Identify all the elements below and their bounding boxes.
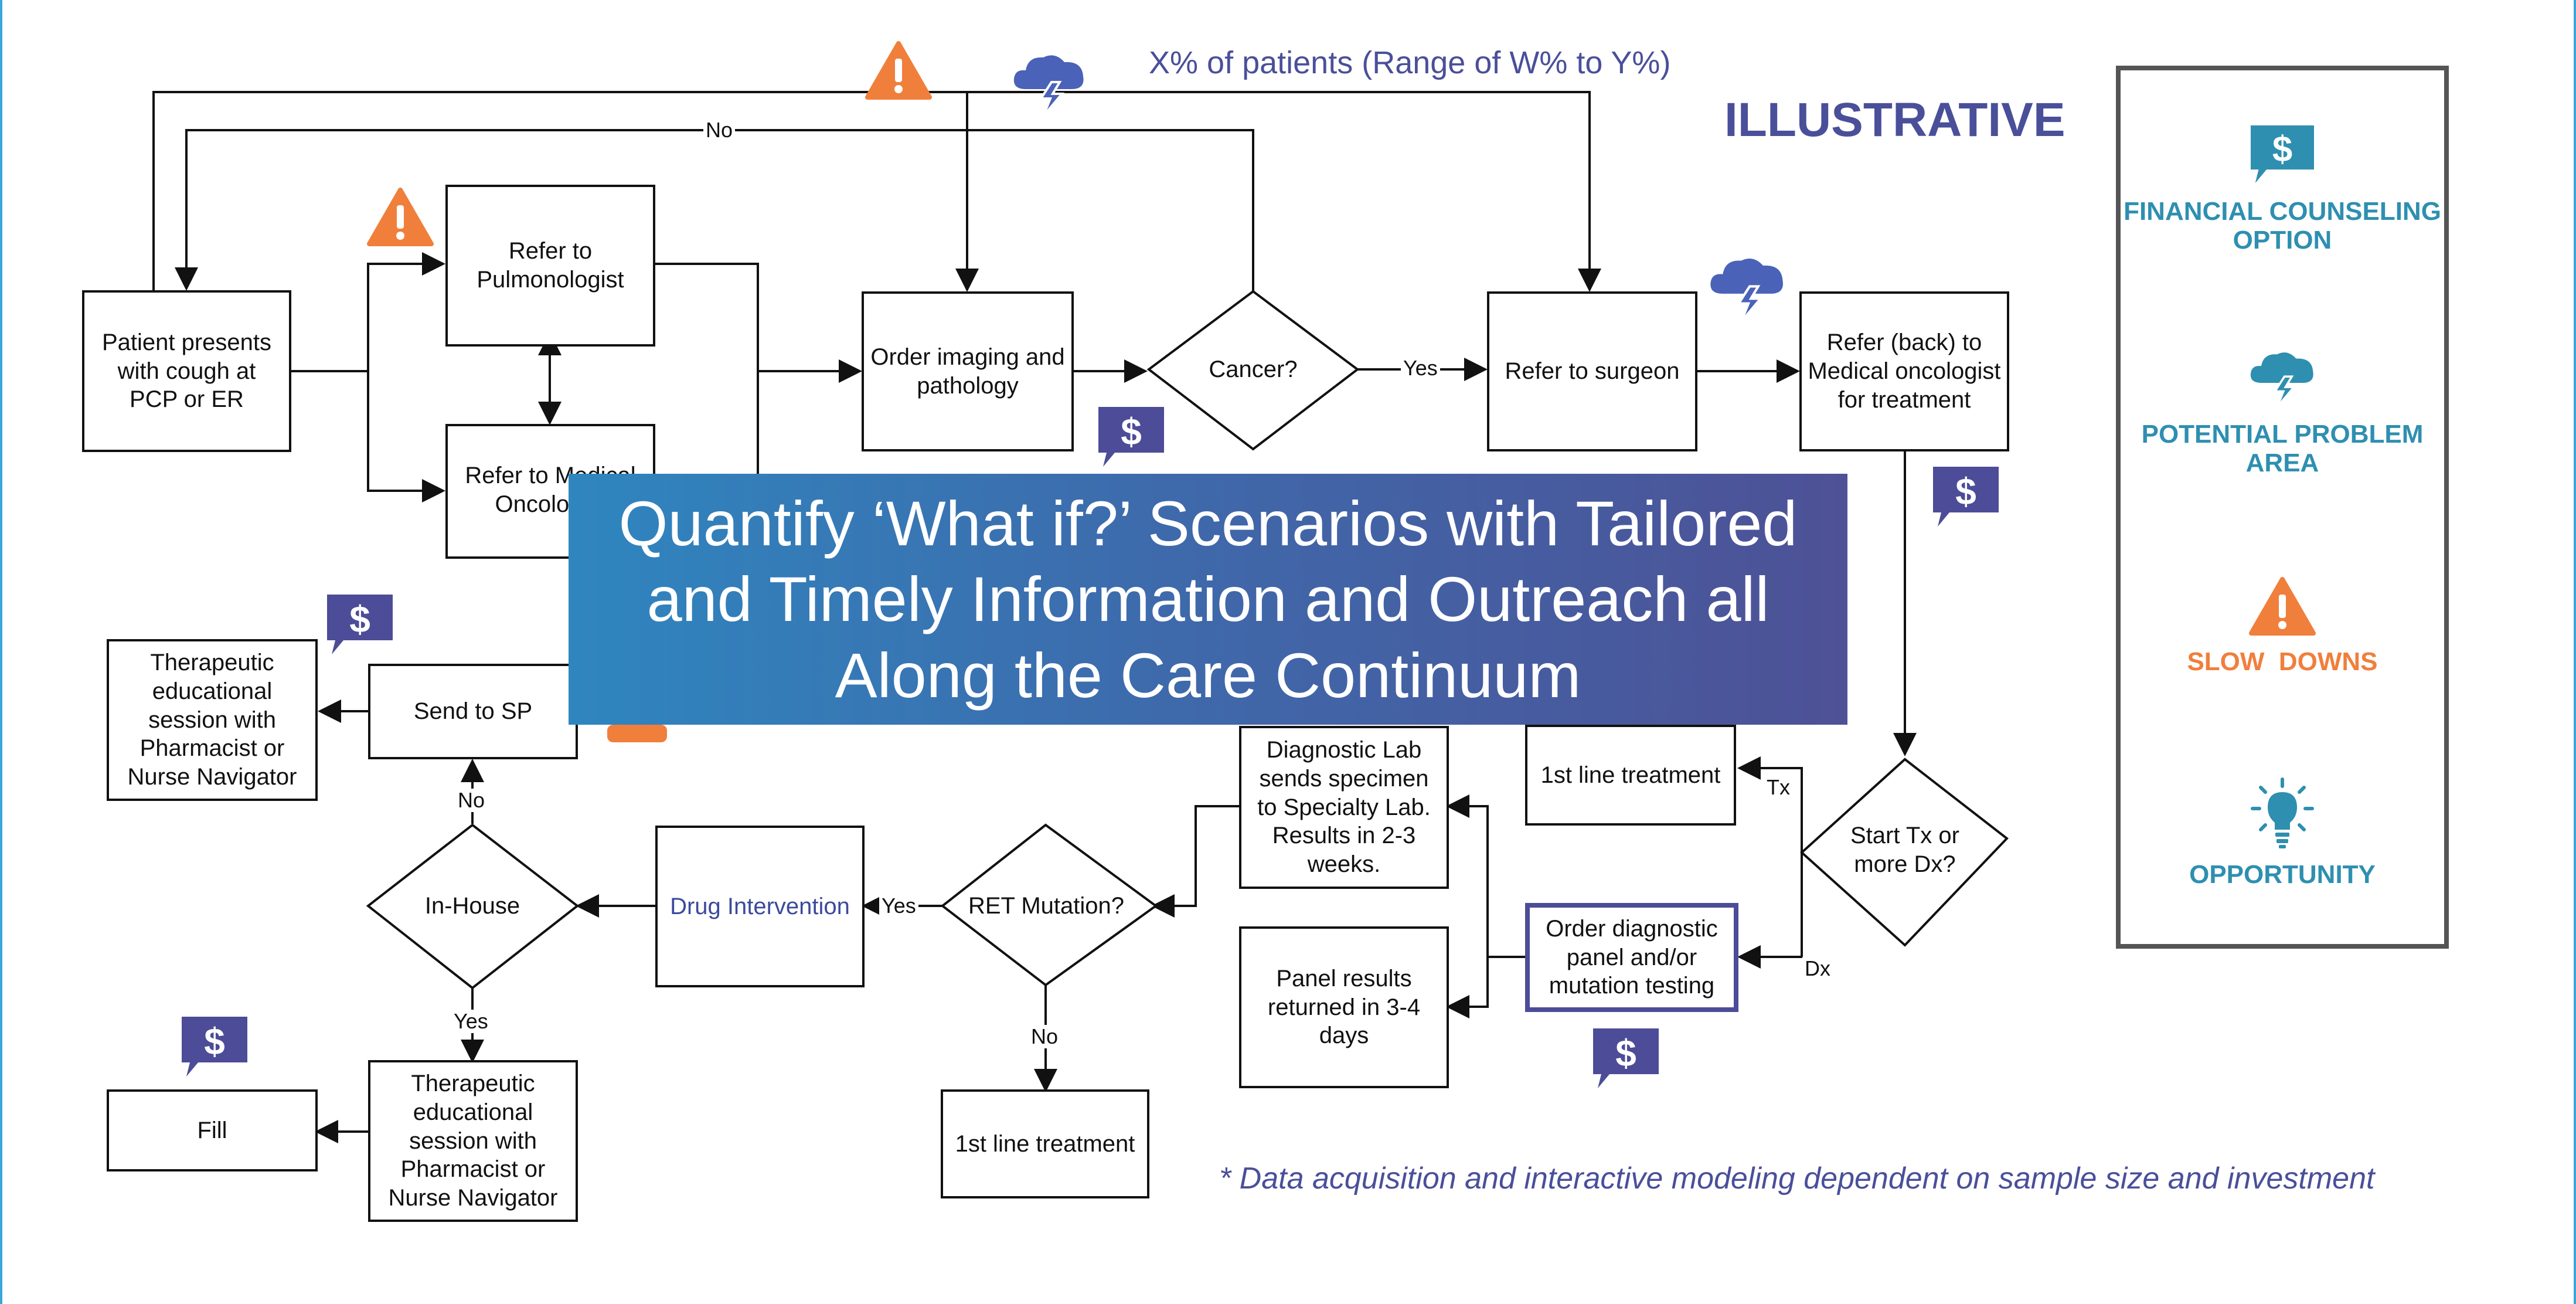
diamond-in-house	[366, 823, 580, 990]
node-order-diagnostic-panel: Order diagnostic panel and/or mutation t…	[1525, 903, 1738, 1012]
lightning-cloud-icon	[1710, 258, 1784, 323]
dollar-speech-bubble-icon: $	[327, 595, 393, 654]
dollar-speech-bubble-icon: $	[182, 1017, 247, 1077]
label-cancer: Cancer?	[1209, 356, 1298, 382]
footnote: * Data acquisition and interactive model…	[1219, 1162, 2375, 1196]
warning-triangle-icon	[865, 41, 932, 100]
node-drug-intervention: Drug Intervention	[655, 826, 865, 987]
legend-label: FINANCIAL COUNSELING OPTION	[2124, 197, 2441, 255]
diamond-start-tx	[1800, 758, 2009, 947]
edge-panel-to-results	[1446, 957, 1489, 1018]
edge-label-yes-inhouse: Yes	[451, 1010, 491, 1033]
legend-panel: $ FINANCIAL COUNSELING OPTION POTENTIAL …	[2116, 66, 2449, 949]
edge-label-yes-cancer: Yes	[1401, 356, 1440, 380]
legend-label: POTENTIAL PROBLEM AREA	[2141, 420, 2424, 478]
svg-text:$: $	[2272, 130, 2292, 170]
edge-label-yes-ret: Yes	[879, 894, 918, 918]
illustrative-stamp: ILLUSTRATIVE	[1724, 93, 2065, 147]
edge-label-no-inhouse: No	[455, 789, 488, 812]
svg-text:$: $	[349, 598, 370, 640]
dollar-speech-bubble-icon: $	[1933, 467, 1999, 527]
svg-text:$: $	[204, 1020, 225, 1062]
edge-label-no-top: No	[703, 118, 736, 142]
diamond-cancer	[1146, 290, 1360, 451]
node-educational-session-top: Therapeutic educational session with Pha…	[107, 639, 318, 801]
edge-diaglab-to-ret	[1151, 805, 1239, 918]
node-refer-pulmonologist: Refer to Pulmonologist	[445, 185, 655, 347]
lightbulb-icon	[2251, 777, 2314, 848]
headline-banner: Quantify ‘What if?’ Scenarios with Tailo…	[569, 474, 1847, 725]
patient-percentage-note: X% of patients (Range of W% to Y%)	[1149, 45, 1671, 80]
edge-label-dx: Dx	[1802, 957, 1833, 980]
legend-item-financial-counseling: $ FINANCIAL COUNSELING OPTION	[2121, 123, 2444, 255]
left-border	[0, 0, 2, 1304]
edge-starttx-dx	[1737, 853, 1803, 969]
edge-panel-to-diaglab	[1446, 794, 1489, 957]
edge-label-no-ret: No	[1029, 1025, 1061, 1048]
node-refer-back: Refer (back) to Medical oncologist for t…	[1799, 291, 2009, 451]
node-educational-session-bottom: Therapeutic educational session with Pha…	[368, 1060, 578, 1222]
node-patient-presents: Patient presents with cough at PCP or ER	[82, 290, 291, 452]
node-send-to-sp: Send to SP	[368, 664, 578, 759]
dollar-speech-bubble-icon: $	[1593, 1028, 1659, 1088]
headline-banner-text: Quantify ‘What if?’ Scenarios with Tailo…	[618, 487, 1798, 711]
svg-text:$: $	[1615, 1032, 1636, 1074]
svg-text:$: $	[1955, 470, 1976, 512]
label-in-house: In-House	[424, 892, 520, 919]
node-refer-surgeon: Refer to surgeon	[1487, 291, 1697, 451]
dollar-speech-bubble-icon: $	[2251, 125, 2314, 184]
dollar-speech-bubble-icon: $	[1098, 407, 1164, 467]
node-panel-results: Panel results returned in 3-4 days	[1239, 926, 1449, 1088]
warning-triangle-icon	[607, 725, 667, 742]
node-order-imaging: Order imaging and pathology	[862, 291, 1074, 451]
legend-item-slow-downs: SLOW DOWNS	[2121, 576, 2444, 676]
right-border	[2574, 0, 2576, 1304]
edge-label-tx: Tx	[1764, 776, 1792, 799]
warning-triangle-icon	[2249, 577, 2316, 636]
legend-item-opportunity: OPPORTUNITY	[2121, 777, 2444, 889]
edge-cancer-no-loop	[175, 129, 1254, 291]
edge-starttx-tx	[1737, 756, 1803, 853]
edge-branch-to-pulmonologist	[367, 252, 445, 371]
warning-triangle-icon	[367, 188, 434, 246]
edge-pulm-to-imaging	[655, 263, 759, 474]
diamond-ret-mutation	[940, 823, 1158, 987]
legend-item-problem-area: POTENTIAL PROBLEM AREA	[2121, 346, 2444, 478]
edge-branch-to-medonc	[367, 371, 445, 502]
node-first-line-treatment-right: 1st line treatment	[1525, 725, 1736, 826]
lightning-cloud-icon	[1013, 55, 1084, 117]
node-fill: Fill	[107, 1089, 318, 1171]
node-diagnostic-lab: Diagnostic Lab sends specimen to Special…	[1239, 726, 1449, 889]
svg-text:$: $	[1121, 410, 1142, 453]
legend-label: OPPORTUNITY	[2189, 860, 2376, 889]
node-first-line-treatment-bottom: 1st line treatment	[941, 1089, 1149, 1198]
label-ret-mutation: RET Mutation?	[968, 892, 1125, 919]
lightning-cloud-icon	[2250, 352, 2313, 408]
label-start-tx: Start Tx or more Dx?	[1850, 823, 1959, 877]
legend-label: SLOW DOWNS	[2187, 647, 2378, 676]
